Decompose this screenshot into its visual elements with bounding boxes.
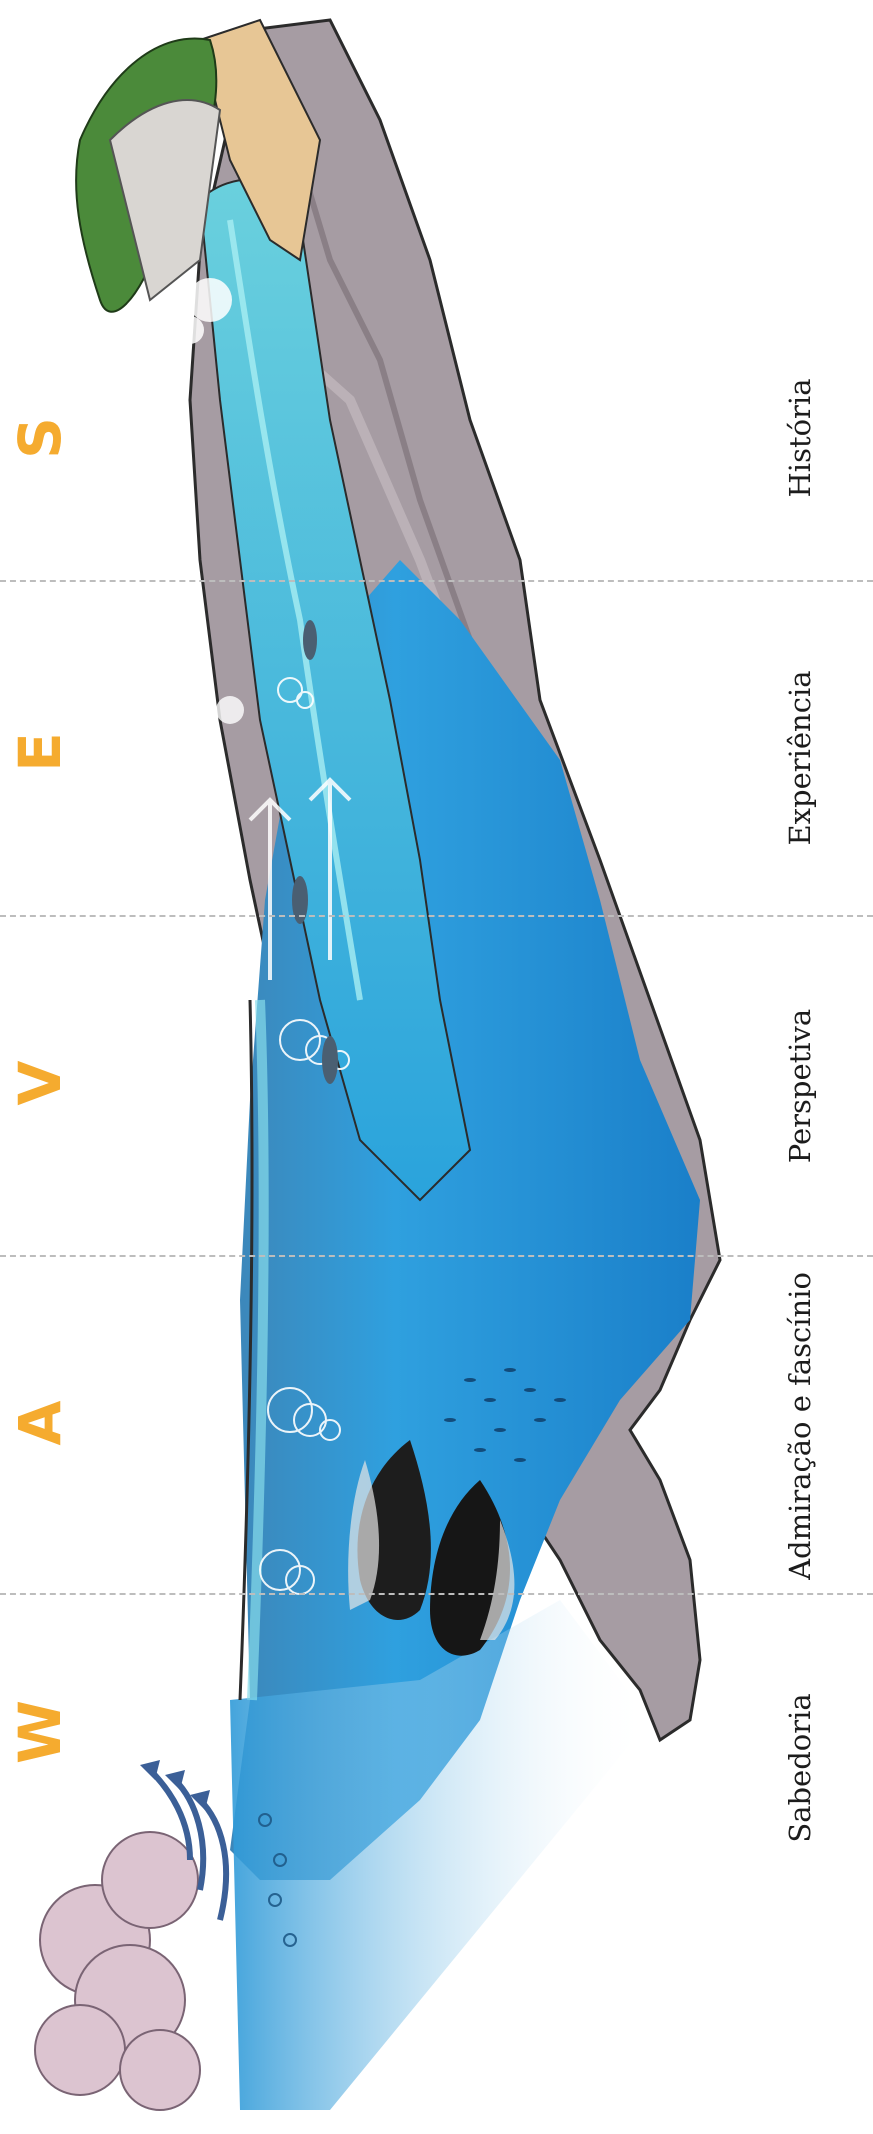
section-divider-2 bbox=[0, 1255, 873, 1257]
title-letter-s: S bbox=[0, 398, 80, 478]
section-label-perspetiva: Perspetiva bbox=[783, 1009, 817, 1163]
section-label-sabedoria: Sabedoria bbox=[783, 1693, 817, 1842]
section-label-historia: História bbox=[783, 379, 817, 498]
section-divider-4 bbox=[0, 580, 873, 582]
cloud bbox=[35, 1832, 200, 2110]
title-letter-a: A bbox=[0, 1383, 80, 1463]
title-letter-v: V bbox=[0, 1043, 80, 1123]
section-divider-1 bbox=[0, 1593, 873, 1595]
section-label-experiencia: Experiência bbox=[783, 670, 817, 845]
section-divider-3 bbox=[0, 915, 873, 917]
title-letter-w: W bbox=[0, 1692, 80, 1772]
section-label-admiracao: Admiração e fascínio bbox=[783, 1272, 817, 1580]
title-letter-e: E bbox=[0, 712, 80, 792]
